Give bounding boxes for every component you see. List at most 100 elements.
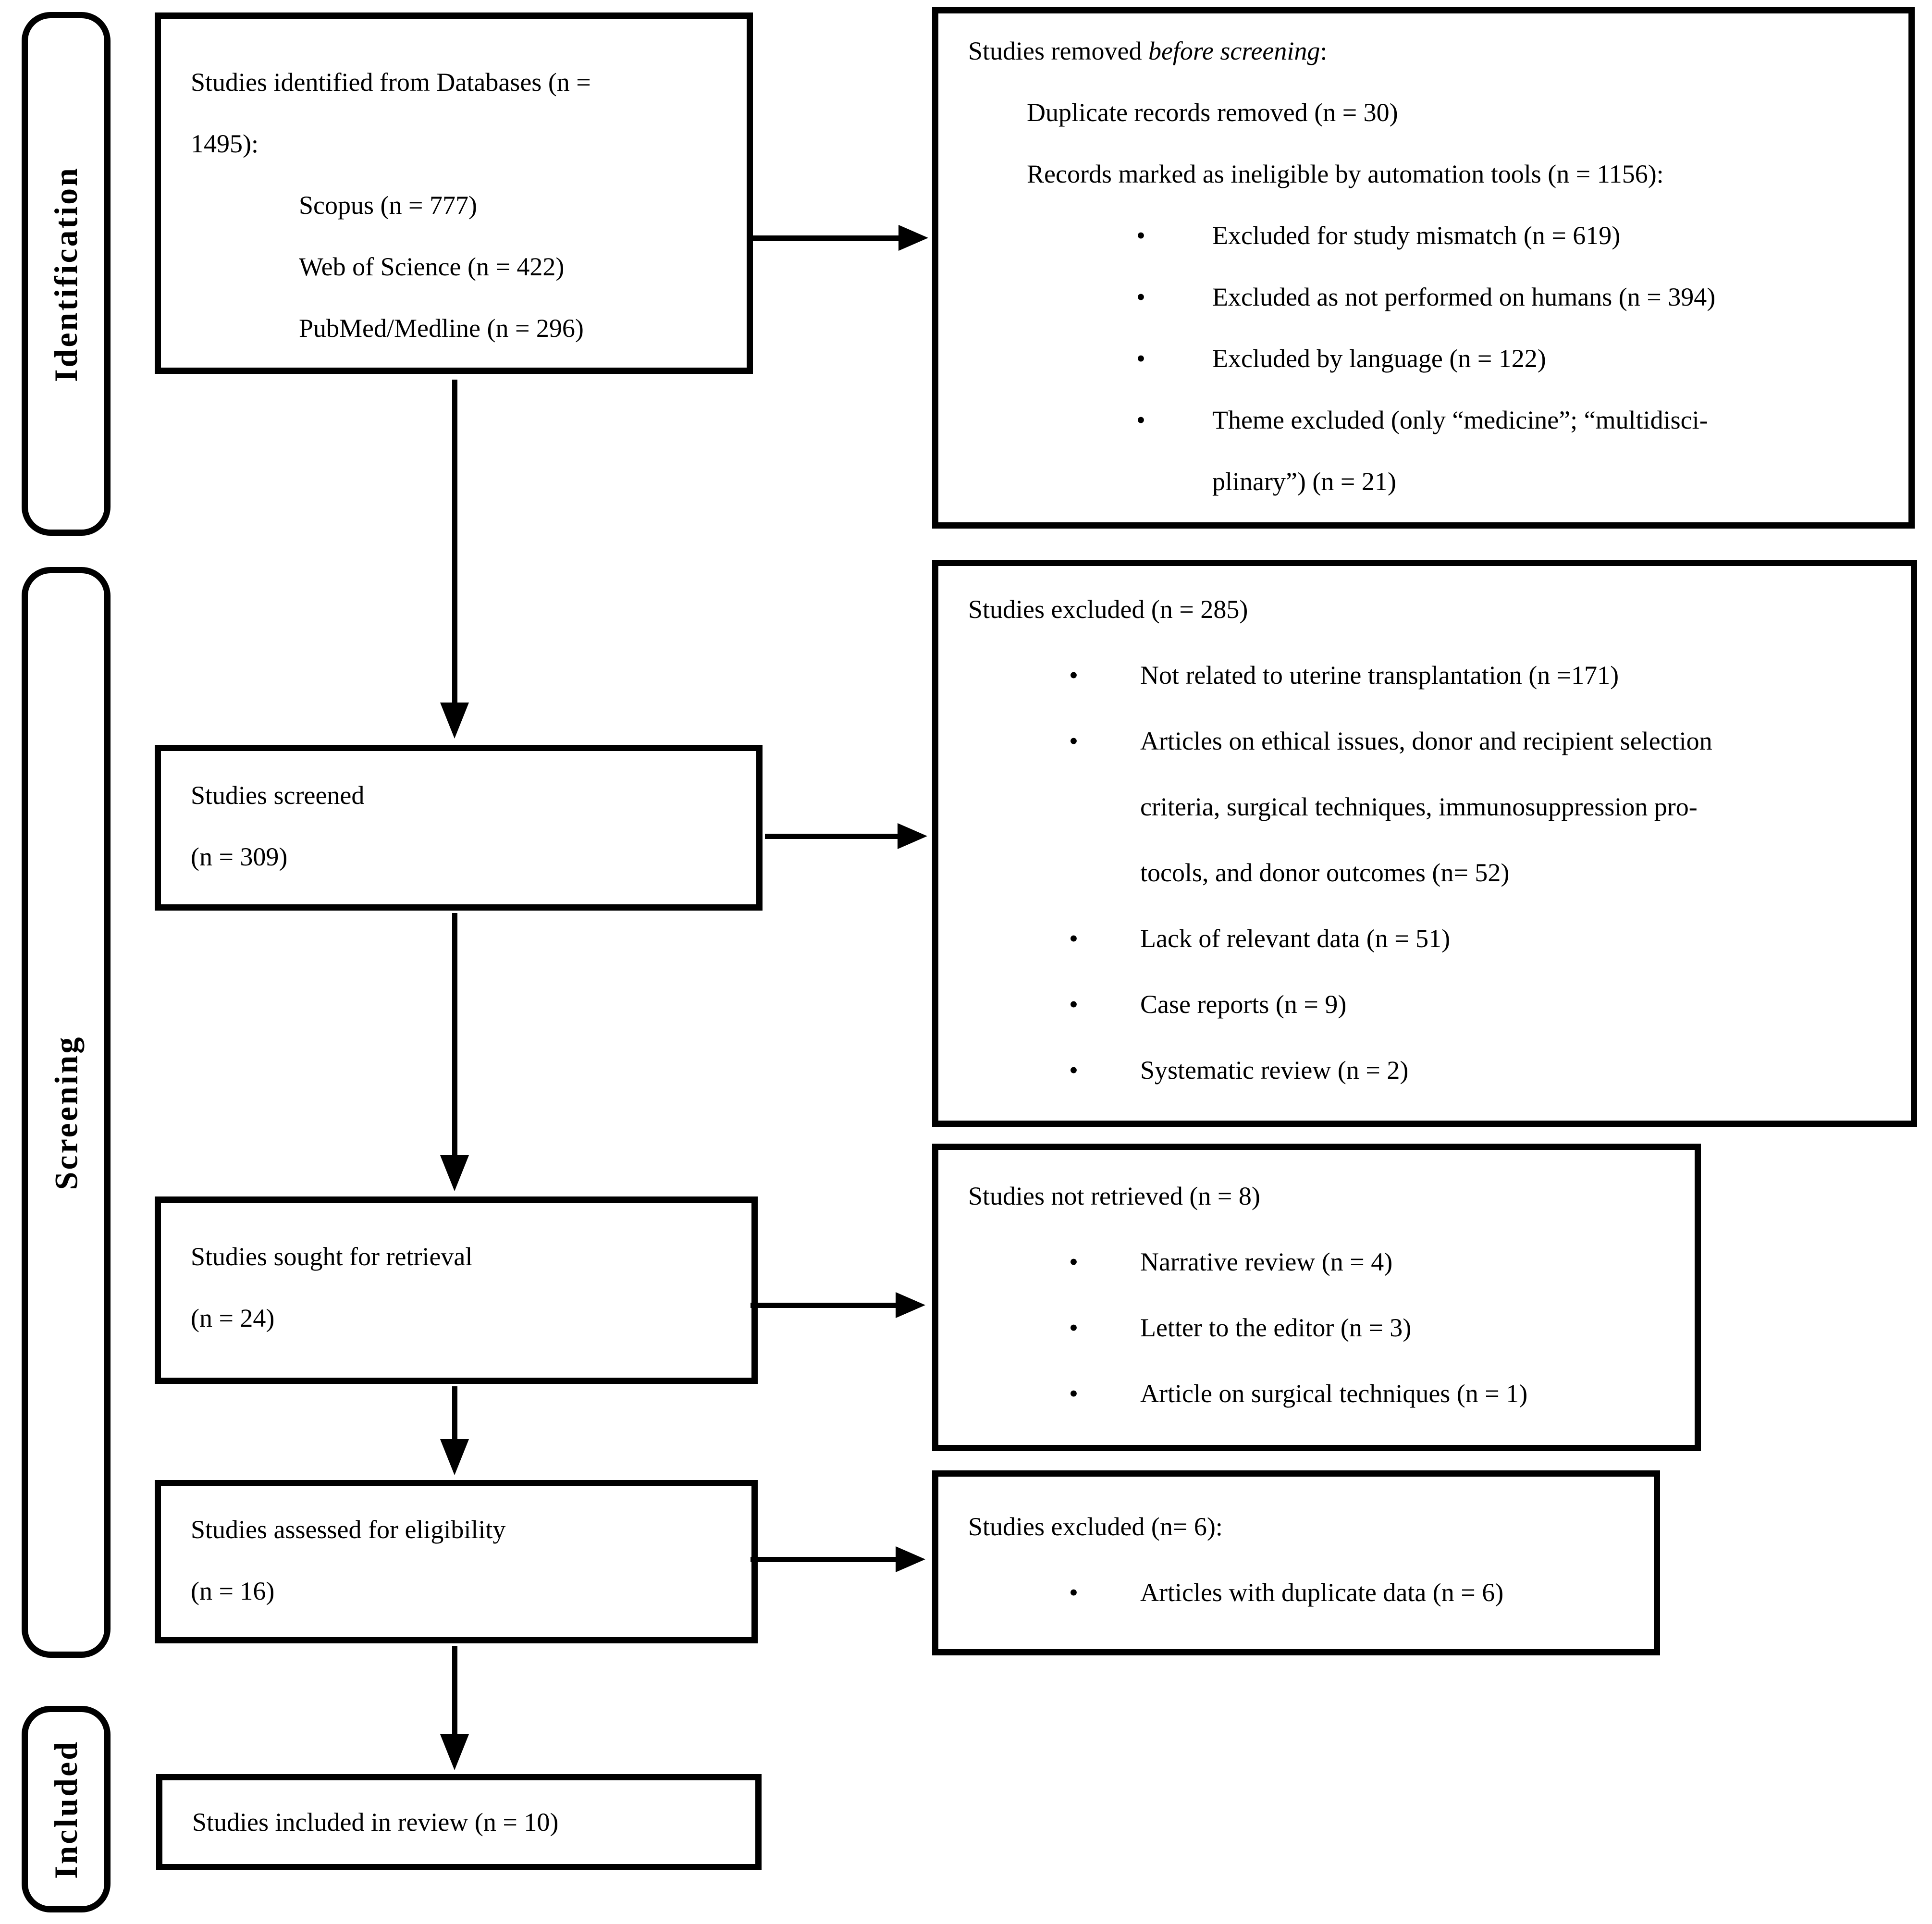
excluded-lack-data: • Lack of relevant data (n = 51) xyxy=(968,906,1902,972)
box-studies-identified: Studies identified from Databases (n = 1… xyxy=(155,12,753,374)
not-retrieved-letter-text: Letter to the editor (n = 3) xyxy=(1140,1313,1412,1342)
arrow-stem xyxy=(751,1557,898,1562)
bullet-icon: • xyxy=(1136,406,1145,434)
not-retrieved-narrative: • Narrative review (n = 4) xyxy=(968,1229,1686,1295)
removed-title-prefix: Studies removed xyxy=(968,37,1148,65)
removed-title-suffix: : xyxy=(1320,37,1328,65)
arrow-head xyxy=(896,1546,925,1572)
stage-screening: Screening xyxy=(22,567,111,1658)
arrow-head xyxy=(440,703,469,739)
arrow-stem xyxy=(752,235,900,241)
not-retrieved-surgical: • Article on surgical techniques (n = 1) xyxy=(968,1361,1686,1427)
removed-reason-humans-text: Excluded as not performed on humans (n =… xyxy=(1212,283,1716,311)
removed-reason-language-text: Excluded by language (n = 122) xyxy=(1212,344,1546,373)
identified-source-pubmed: PubMed/Medline (n = 296) xyxy=(299,314,584,343)
removed-reason-mismatch-text: Excluded for study mismatch (n = 619) xyxy=(1212,221,1621,250)
excluded-case-reports-text: Case reports (n = 9) xyxy=(1140,990,1347,1019)
bullet-icon: • xyxy=(1069,727,1078,755)
removed-title-line: Studies removed before screening: xyxy=(968,20,1900,82)
excluded-screening-title: Studies excluded (n = 285) xyxy=(968,595,1248,624)
box-studies-included: Studies included in review (n = 10) xyxy=(156,1774,762,1870)
bullet-icon: • xyxy=(1069,1313,1078,1342)
box-studies-assessed-content: Studies assessed for eligibility (n = 16… xyxy=(161,1486,751,1622)
bullet-icon: • xyxy=(1136,344,1145,373)
excluded-systematic-text: Systematic review (n = 2) xyxy=(1140,1056,1409,1085)
not-retrieved-narrative-text: Narrative review (n = 4) xyxy=(1140,1247,1393,1276)
bullet-icon: • xyxy=(1069,1379,1078,1408)
removed-reason-theme: •Theme excluded (only “medicine”; “multi… xyxy=(968,389,1900,451)
identified-source-wos: Web of Science (n = 422) xyxy=(299,252,565,281)
box-studies-sought-content: Studies sought for retrieval (n = 24) xyxy=(161,1203,751,1349)
excluded-ethics-line-1: • Articles on ethical issues, donor and r… xyxy=(968,708,1902,774)
arrow-stem xyxy=(452,1386,457,1439)
removed-duplicate-line: Duplicate records removed (n = 30) xyxy=(1027,98,1398,127)
arrow-stem xyxy=(452,1646,457,1734)
excluded-duplicate-data: • Articles with duplicate data (n = 6) xyxy=(968,1560,1645,1626)
bullet-icon: • xyxy=(1136,221,1145,250)
not-retrieved-title: Studies not retrieved (n = 8) xyxy=(968,1182,1260,1210)
box-excluded-eligibility-content: Studies excluded (n= 6): • Articles with … xyxy=(938,1477,1654,1626)
excluded-ethics-line-2: criteria, surgical techniques, immunosup… xyxy=(1140,792,1698,821)
arrow-head xyxy=(896,1292,925,1318)
excluded-ethics-text-1: Articles on ethical issues, donor and re… xyxy=(1140,727,1712,755)
excluded-not-related-text: Not related to uterine transplantation (… xyxy=(1140,661,1619,690)
excluded-lack-data-text: Lack of relevant data (n = 51) xyxy=(1140,924,1451,953)
bullet-icon: • xyxy=(1069,1247,1078,1276)
box-not-retrieved: Studies not retrieved (n = 8) • Narrative… xyxy=(932,1144,1701,1451)
bullet-icon: • xyxy=(1069,1056,1078,1085)
box-excluded-screening-content: Studies excluded (n = 285) • Not related … xyxy=(938,566,1911,1103)
box-studies-screened-content: Studies screened (n = 309) xyxy=(161,751,756,888)
stage-identification: Identification xyxy=(22,12,111,536)
excluded-case-reports: • Case reports (n = 9) xyxy=(968,972,1902,1037)
arrow-stem xyxy=(452,380,457,703)
assessed-line-1: Studies assessed for eligibility xyxy=(191,1515,506,1544)
arrow-head xyxy=(898,823,927,849)
excluded-duplicate-data-text: Articles with duplicate data (n = 6) xyxy=(1140,1578,1504,1607)
stage-included-label: Included xyxy=(48,1739,84,1879)
identified-title-line-1: Studies identified from Databases (n = xyxy=(191,68,591,97)
box-studies-screened: Studies screened (n = 309) xyxy=(155,745,763,911)
box-studies-included-content: Studies included in review (n = 10) xyxy=(162,1791,567,1853)
arrow-stem xyxy=(765,834,899,839)
assessed-line-2: (n = 16) xyxy=(191,1577,275,1605)
arrow-stem xyxy=(452,913,457,1155)
identified-title-line-2: 1495): xyxy=(191,129,258,158)
arrow-head xyxy=(898,225,928,251)
box-excluded-eligibility: Studies excluded (n= 6): • Articles with … xyxy=(932,1470,1660,1655)
removed-reason-language: • Excluded by language (n = 122) xyxy=(968,328,1900,389)
excluded-systematic: • Systematic review (n = 2) xyxy=(968,1037,1902,1103)
removed-reason-mismatch: • Excluded for study mismatch (n = 619) xyxy=(968,205,1900,266)
box-studies-sought: Studies sought for retrieval (n = 24) xyxy=(155,1196,758,1384)
not-retrieved-letter: • Letter to the editor (n = 3) xyxy=(968,1295,1686,1361)
removed-title-italic: before screening xyxy=(1148,37,1320,65)
box-not-retrieved-content: Studies not retrieved (n = 8) • Narrative… xyxy=(938,1150,1695,1427)
bullet-icon: • xyxy=(1069,924,1078,953)
sought-line-1: Studies sought for retrieval xyxy=(191,1242,473,1271)
not-retrieved-surgical-text: Article on surgical techniques (n = 1) xyxy=(1140,1379,1528,1408)
bullet-icon: • xyxy=(1069,1578,1078,1607)
box-removed-content: Studies removed before screening: Duplic… xyxy=(938,13,1908,512)
bullet-icon: • xyxy=(1069,661,1078,690)
identified-source-scopus: Scopus (n = 777) xyxy=(299,191,477,220)
arrow-head xyxy=(440,1439,469,1475)
removed-reason-theme-cont: plinary”) (n = 21) xyxy=(1212,467,1396,496)
screened-line-2: (n = 309) xyxy=(191,842,288,871)
screened-line-1: Studies screened xyxy=(191,781,365,810)
excluded-not-related: • Not related to uterine transplantation … xyxy=(968,642,1902,708)
bullet-icon: • xyxy=(1069,990,1078,1019)
excluded-eligibility-title: Studies excluded (n= 6): xyxy=(968,1512,1223,1541)
included-line-1: Studies included in review (n = 10) xyxy=(192,1808,559,1837)
bullet-icon: • xyxy=(1136,283,1145,311)
stage-included: Included xyxy=(22,1706,111,1912)
stage-screening-label: Screening xyxy=(48,1035,85,1190)
excluded-ethics-line-3: tocols, and donor outcomes (n= 52) xyxy=(1140,858,1510,887)
stage-identification-label: Identification xyxy=(48,166,84,382)
sought-line-2: (n = 24) xyxy=(191,1304,275,1332)
box-removed-before-screening: Studies removed before screening: Duplic… xyxy=(932,7,1915,529)
removed-automation-line: Records marked as ineligible by automati… xyxy=(1027,160,1664,188)
box-studies-assessed: Studies assessed for eligibility (n = 16… xyxy=(155,1480,758,1643)
removed-reason-humans: • Excluded as not performed on humans (n … xyxy=(968,266,1900,328)
arrow-head xyxy=(440,1734,469,1770)
arrow-head xyxy=(440,1155,469,1191)
